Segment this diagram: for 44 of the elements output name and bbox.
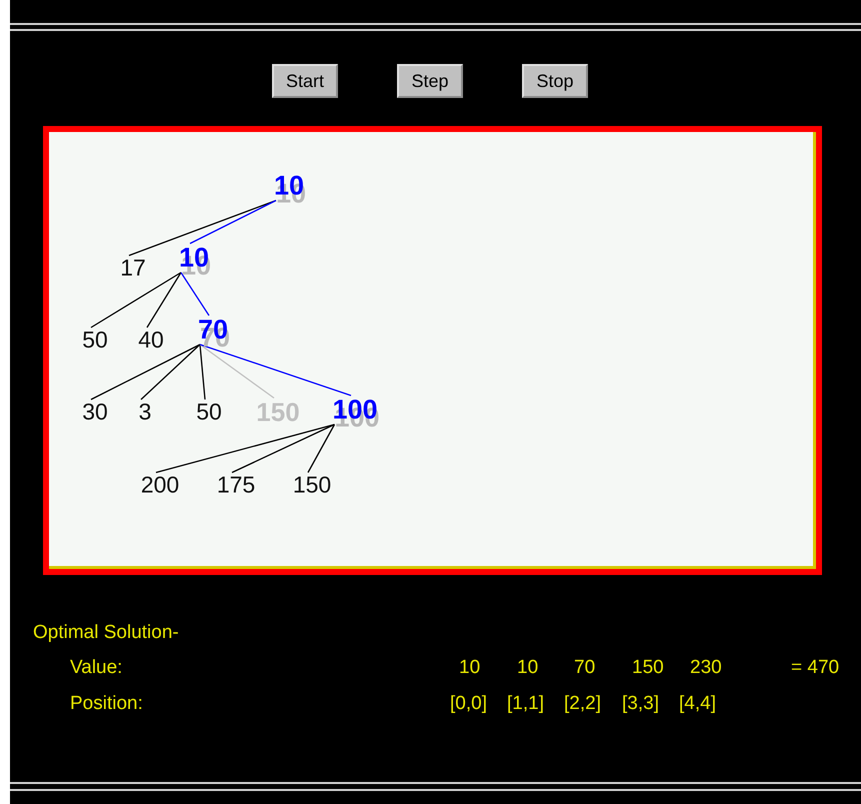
selected-value: 70 [198, 316, 228, 344]
position-text: [2,2] [564, 694, 601, 713]
tree-branch [146, 272, 182, 328]
action-button: Step [397, 64, 463, 98]
heading-text: Optimal Solution- [33, 623, 179, 642]
value-text: 230 [690, 658, 722, 677]
total-text: = 470 [791, 658, 840, 677]
value-text: 10 [517, 658, 538, 677]
tree-branch [90, 344, 200, 400]
tree-branch [200, 344, 352, 396]
action-button: Stop [522, 64, 588, 98]
tree-branch [90, 272, 182, 328]
position-text: [4,4] [679, 694, 716, 713]
node-value: 200 [140, 474, 180, 496]
tree-branch [140, 344, 200, 400]
node-value: 50 [196, 400, 222, 424]
tree-branch [128, 200, 276, 256]
tree-branch [156, 424, 335, 474]
value-text: 70 [574, 658, 596, 677]
row-label: Value: [70, 658, 122, 677]
position-text: [3,3] [622, 694, 659, 713]
tree-branch [190, 200, 276, 244]
node-value: 17 [120, 256, 146, 280]
node-value: 150 [292, 474, 332, 496]
selected-value: 100 [332, 396, 378, 424]
value-text: 10 [459, 658, 480, 677]
tree-branch [199, 344, 206, 400]
rejected-value: 150 [256, 399, 300, 425]
row-label: Position: [70, 694, 143, 713]
tree-branch [307, 424, 336, 473]
node-value: 175 [216, 474, 256, 496]
action-button: Start [272, 64, 338, 98]
node-value: 3 [138, 400, 152, 424]
node-value: 50 [82, 328, 108, 352]
selected-value: 10 [178, 244, 210, 272]
value-text: 150 [632, 658, 664, 677]
tree-branch [232, 424, 335, 474]
tree-branch [180, 272, 210, 316]
position-text: [1,1] [507, 694, 544, 713]
node-value: 40 [138, 328, 164, 352]
node-value: 30 [82, 400, 108, 424]
tree-branch [200, 344, 274, 399]
position-text: [0,0] [450, 694, 487, 713]
selected-value: 10 [274, 172, 304, 200]
